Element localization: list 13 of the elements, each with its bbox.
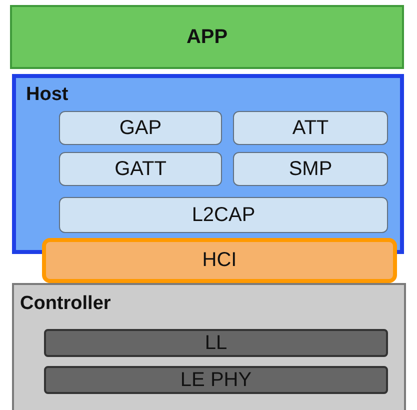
protocol-box: SMP: [233, 152, 388, 186]
app-layer-box: APP: [10, 5, 404, 69]
protocol-box: L2CAP: [59, 197, 388, 233]
controller-panel: [12, 283, 406, 410]
hci-layer-box: HCI: [42, 238, 397, 283]
protocol-box: LE PHY: [44, 366, 388, 394]
protocol-box: GAP: [59, 111, 222, 145]
layer-title: Controller: [20, 293, 111, 315]
protocol-box: ATT: [233, 111, 388, 145]
host-panel: [12, 74, 404, 254]
layer-title: Host: [26, 84, 68, 106]
protocol-box: GATT: [59, 152, 222, 186]
protocol-box: LL: [44, 329, 388, 357]
